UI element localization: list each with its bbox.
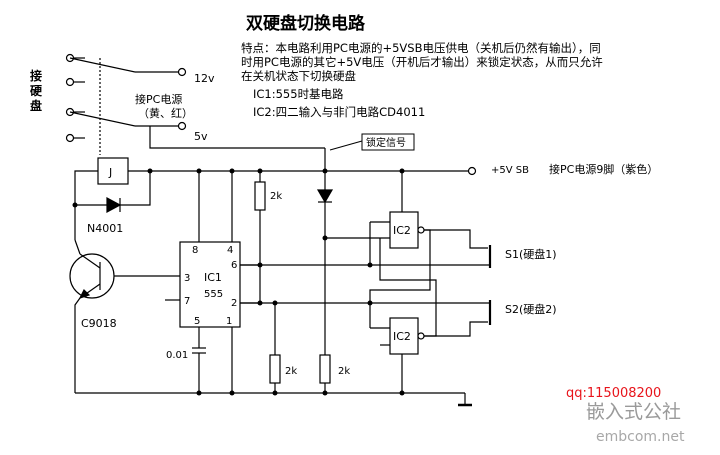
ic1-pin-1: 1 — [226, 316, 232, 327]
switch-arm-1 — [69, 57, 136, 73]
capacitor-label: 0.01 — [166, 350, 188, 361]
description-line-1: 特点：本电路利用PC电源的+5VSB电压供电（关机后仍然有输出），同 — [241, 41, 601, 55]
ic1-note: IC1:555时基电路 — [253, 87, 344, 101]
psu-5v-terminal — [177, 121, 187, 131]
s2-label: S2(硬盘2) — [505, 302, 557, 316]
ic1-pin-2: 2 — [231, 298, 237, 309]
relay-label: J — [108, 166, 112, 179]
watermark-site: embcom.net — [596, 429, 685, 445]
pc-psu-colors-label: （黄、红） — [138, 106, 193, 120]
transistor-label: C9018 — [81, 317, 117, 330]
hdd-side-char-2: 硬 — [30, 84, 43, 98]
resistor-top-label: 2k — [270, 191, 282, 202]
relay-coil — [97, 157, 129, 185]
v12-label: 12v — [194, 72, 215, 85]
ic1-pin-4: 4 — [227, 245, 233, 256]
ic2-note: IC2:四二输入与非门电路CD4011 — [253, 105, 425, 119]
ic1-type: 555 — [204, 289, 223, 300]
lock-signal-callout: 锁定信号 — [329, 133, 415, 151]
lock-signal-label: 锁定信号 — [366, 136, 406, 149]
diagram-title: 双硬盘切换电路 — [246, 13, 366, 34]
ic1-pin-8: 8 — [192, 245, 198, 256]
ic1-555 — [165, 171, 260, 393]
resistor-top — [254, 181, 266, 211]
lock-signal-wire — [149, 126, 326, 190]
hdd-side-char-1: 接 — [30, 68, 42, 83]
psu-pin9-label: 接PC电源9脚（紫色） — [549, 162, 658, 176]
hdd-contact-4 — [65, 133, 75, 143]
resistor-right-label: 2k — [338, 366, 350, 377]
ic1-pin-7: 7 — [184, 296, 190, 307]
lock-diode — [316, 189, 334, 204]
resistor-mid-label: 2k — [285, 366, 297, 377]
diode-label: N4001 — [87, 222, 123, 235]
description-line-3: 在关机状态下切换硬盘 — [241, 69, 356, 83]
pc-psu-label: 接PC电源 — [135, 92, 182, 106]
v5sb-label: +5V SB — [491, 165, 529, 176]
s1-label: S1(硬盘1) — [505, 247, 557, 261]
resistor-right — [319, 354, 331, 384]
dpdt-switch — [65, 53, 187, 155]
resistor-mid — [269, 354, 281, 384]
hdd-contact-2 — [65, 77, 75, 87]
ic1-labels: IC1 555 8 4 6 3 7 2 5 1 — [184, 245, 237, 327]
ic1-pin-6: 6 — [231, 260, 237, 271]
ic2-bottom-label: IC2 — [393, 330, 411, 343]
ic1-name: IC1 — [204, 271, 222, 284]
c9018-transistor — [69, 253, 115, 299]
hdd-side-label: 接 硬 盘 — [30, 68, 46, 113]
ic2-top-gate — [389, 211, 419, 249]
ic1-pin-5: 5 — [194, 316, 200, 327]
ic1-body — [179, 241, 241, 328]
watermark-cn: 嵌入式公社 — [586, 401, 681, 423]
psu-12v-terminal — [177, 67, 187, 77]
description-line-2: 时用PC电源的其它+5V电压（开机后才输出）来锁定状态，从而只允许 — [241, 55, 603, 69]
hdd-side-char-3: 盘 — [30, 98, 42, 113]
ic1-pin-3: 3 — [184, 273, 190, 284]
switch-arm-2 — [69, 111, 136, 127]
v5sb-terminal — [467, 166, 477, 176]
n4001-diode — [106, 196, 122, 214]
ic2-top-label: IC2 — [393, 224, 411, 237]
v5-label: 5v — [194, 130, 208, 143]
watermark-qq: qq:115008200 — [566, 386, 661, 401]
junction-dots — [72, 168, 405, 396]
